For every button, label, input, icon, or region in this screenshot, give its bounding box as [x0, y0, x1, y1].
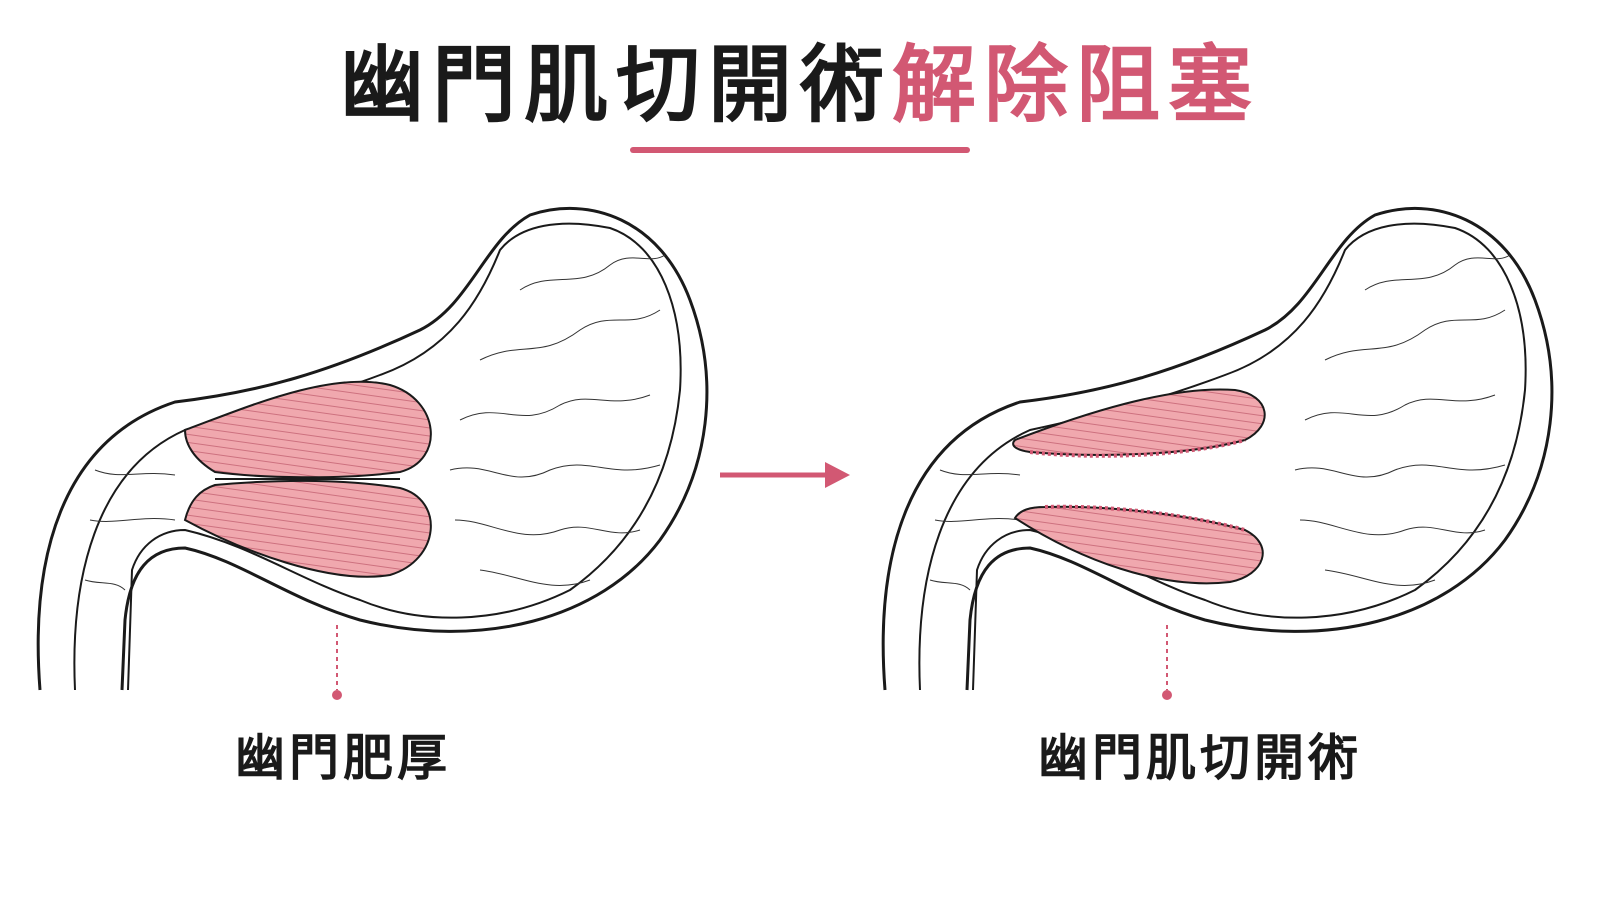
pointer-dot-after	[1162, 690, 1172, 700]
incision-edge-upper	[1029, 438, 1246, 458]
label-after: 幽門肌切開術	[1038, 729, 1362, 787]
title-accent: 解除阻塞	[892, 36, 1261, 134]
stomach-before-outer-wall	[36, 206, 709, 691]
pyloric-muscle-upper-before	[183, 380, 432, 479]
stomach-after	[881, 206, 1554, 700]
stomach-before-folds	[84, 254, 666, 591]
pointer-dot-before	[332, 690, 342, 700]
stomach-after-outer-wall	[881, 206, 1554, 691]
pyloric-muscle-lower-after	[1013, 505, 1264, 585]
page-title: 幽門肌切開術解除阻塞	[0, 30, 1600, 140]
title-main: 幽門肌切開術	[339, 36, 892, 134]
arrow-right-icon	[720, 462, 850, 488]
title-underline	[630, 147, 970, 153]
incision-edge-lower	[1044, 504, 1246, 532]
stomach-after-inner-wall	[918, 222, 1527, 691]
pyloric-muscle-upper-after	[1012, 388, 1266, 456]
stomach-after-folds	[929, 254, 1511, 591]
stomach-before	[36, 206, 709, 700]
label-before: 幽門肥厚	[235, 729, 451, 787]
pyloric-muscle-lower-before	[183, 479, 432, 578]
